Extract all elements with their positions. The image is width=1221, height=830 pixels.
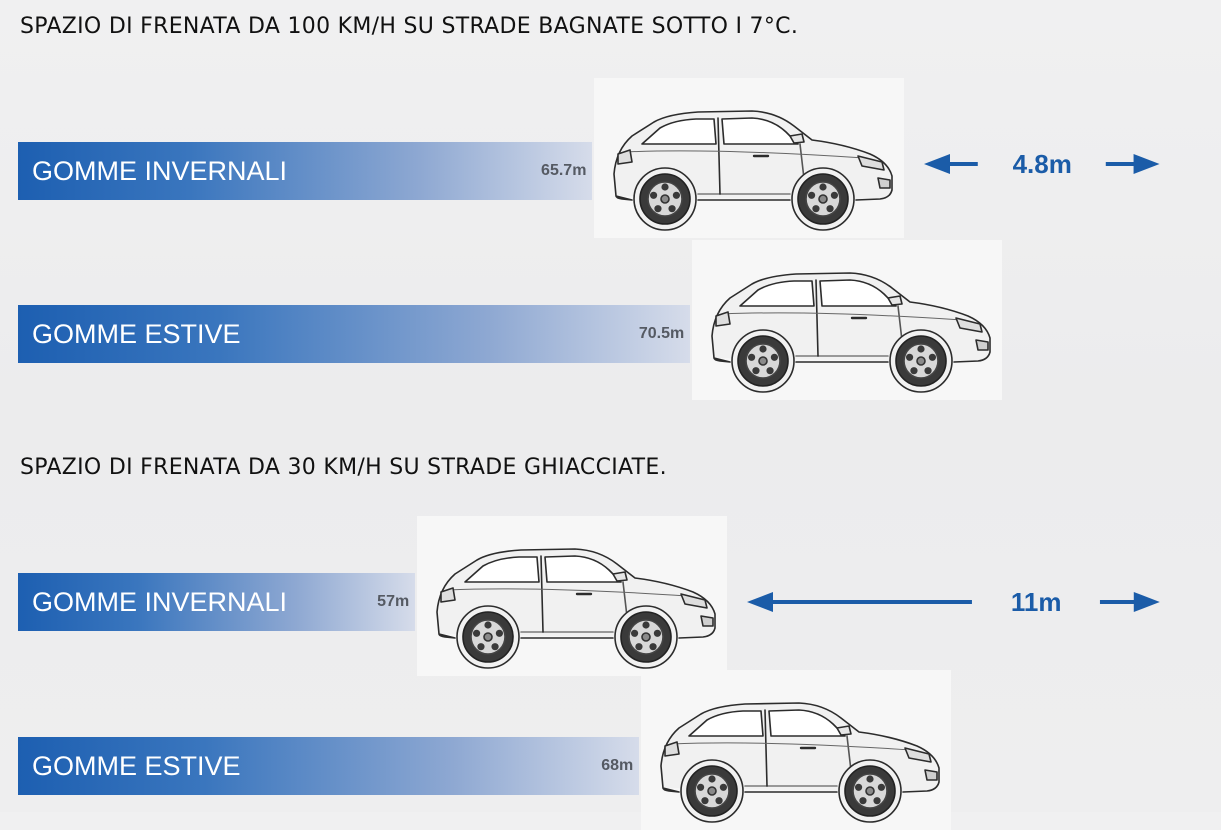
chart-2-bar-summer-label: GOMME ESTIVE [32, 751, 241, 781]
chart-2-bar-summer: GOMME ESTIVE 68m [18, 737, 640, 795]
double-arrow-icon [747, 592, 1160, 612]
chart-1-bar-summer-value: 70.5m [638, 325, 685, 342]
double-arrow-icon [924, 154, 1160, 174]
chart-1-bar-summer-label: GOMME ESTIVE [32, 319, 241, 349]
car-icon [436, 548, 717, 669]
chart-1-bar-winter: GOMME INVERNALI 65.7m [18, 142, 593, 200]
chart-2-bar-summer-value: 68m [601, 757, 634, 774]
chart-2-car-icon-winter [417, 516, 728, 676]
chart-1-car-icon-winter [594, 78, 905, 238]
chart-2-difference: 11m [747, 582, 1160, 622]
chart-1-difference: 4.8m [924, 144, 1160, 184]
chart-2-difference-label: 11m [1010, 587, 1062, 617]
chart-2-title: SPAZIO DI FRENATA DA 30 KM/H SU STRADE G… [20, 455, 667, 480]
chart-2-car-icon-summer [641, 670, 952, 830]
car-icon [711, 272, 992, 393]
chart-1-title: SPAZIO DI FRENATA DA 100 KM/H SU STRADE … [20, 14, 799, 39]
chart-1-bar-winter-value: 65.7m [541, 162, 587, 179]
infographic: SPAZIO DI FRENATA DA 100 KM/H SU STRADE … [18, 14, 1160, 823]
chart-2-bar-winter-value: 57m [377, 593, 410, 610]
chart-1-bar-winter-label: GOMME INVERNALI [32, 156, 288, 186]
chart-1-difference-label: 4.8m [1012, 149, 1072, 179]
car-icon [660, 702, 941, 823]
chart-1-bar-summer: GOMME ESTIVE 70.5m [18, 305, 691, 363]
chart-2-bar-winter: GOMME INVERNALI 57m [18, 573, 416, 631]
car-icon [613, 110, 894, 231]
chart-1-car-icon-summer [692, 240, 1003, 400]
chart-2-bar-winter-label: GOMME INVERNALI [32, 587, 288, 617]
